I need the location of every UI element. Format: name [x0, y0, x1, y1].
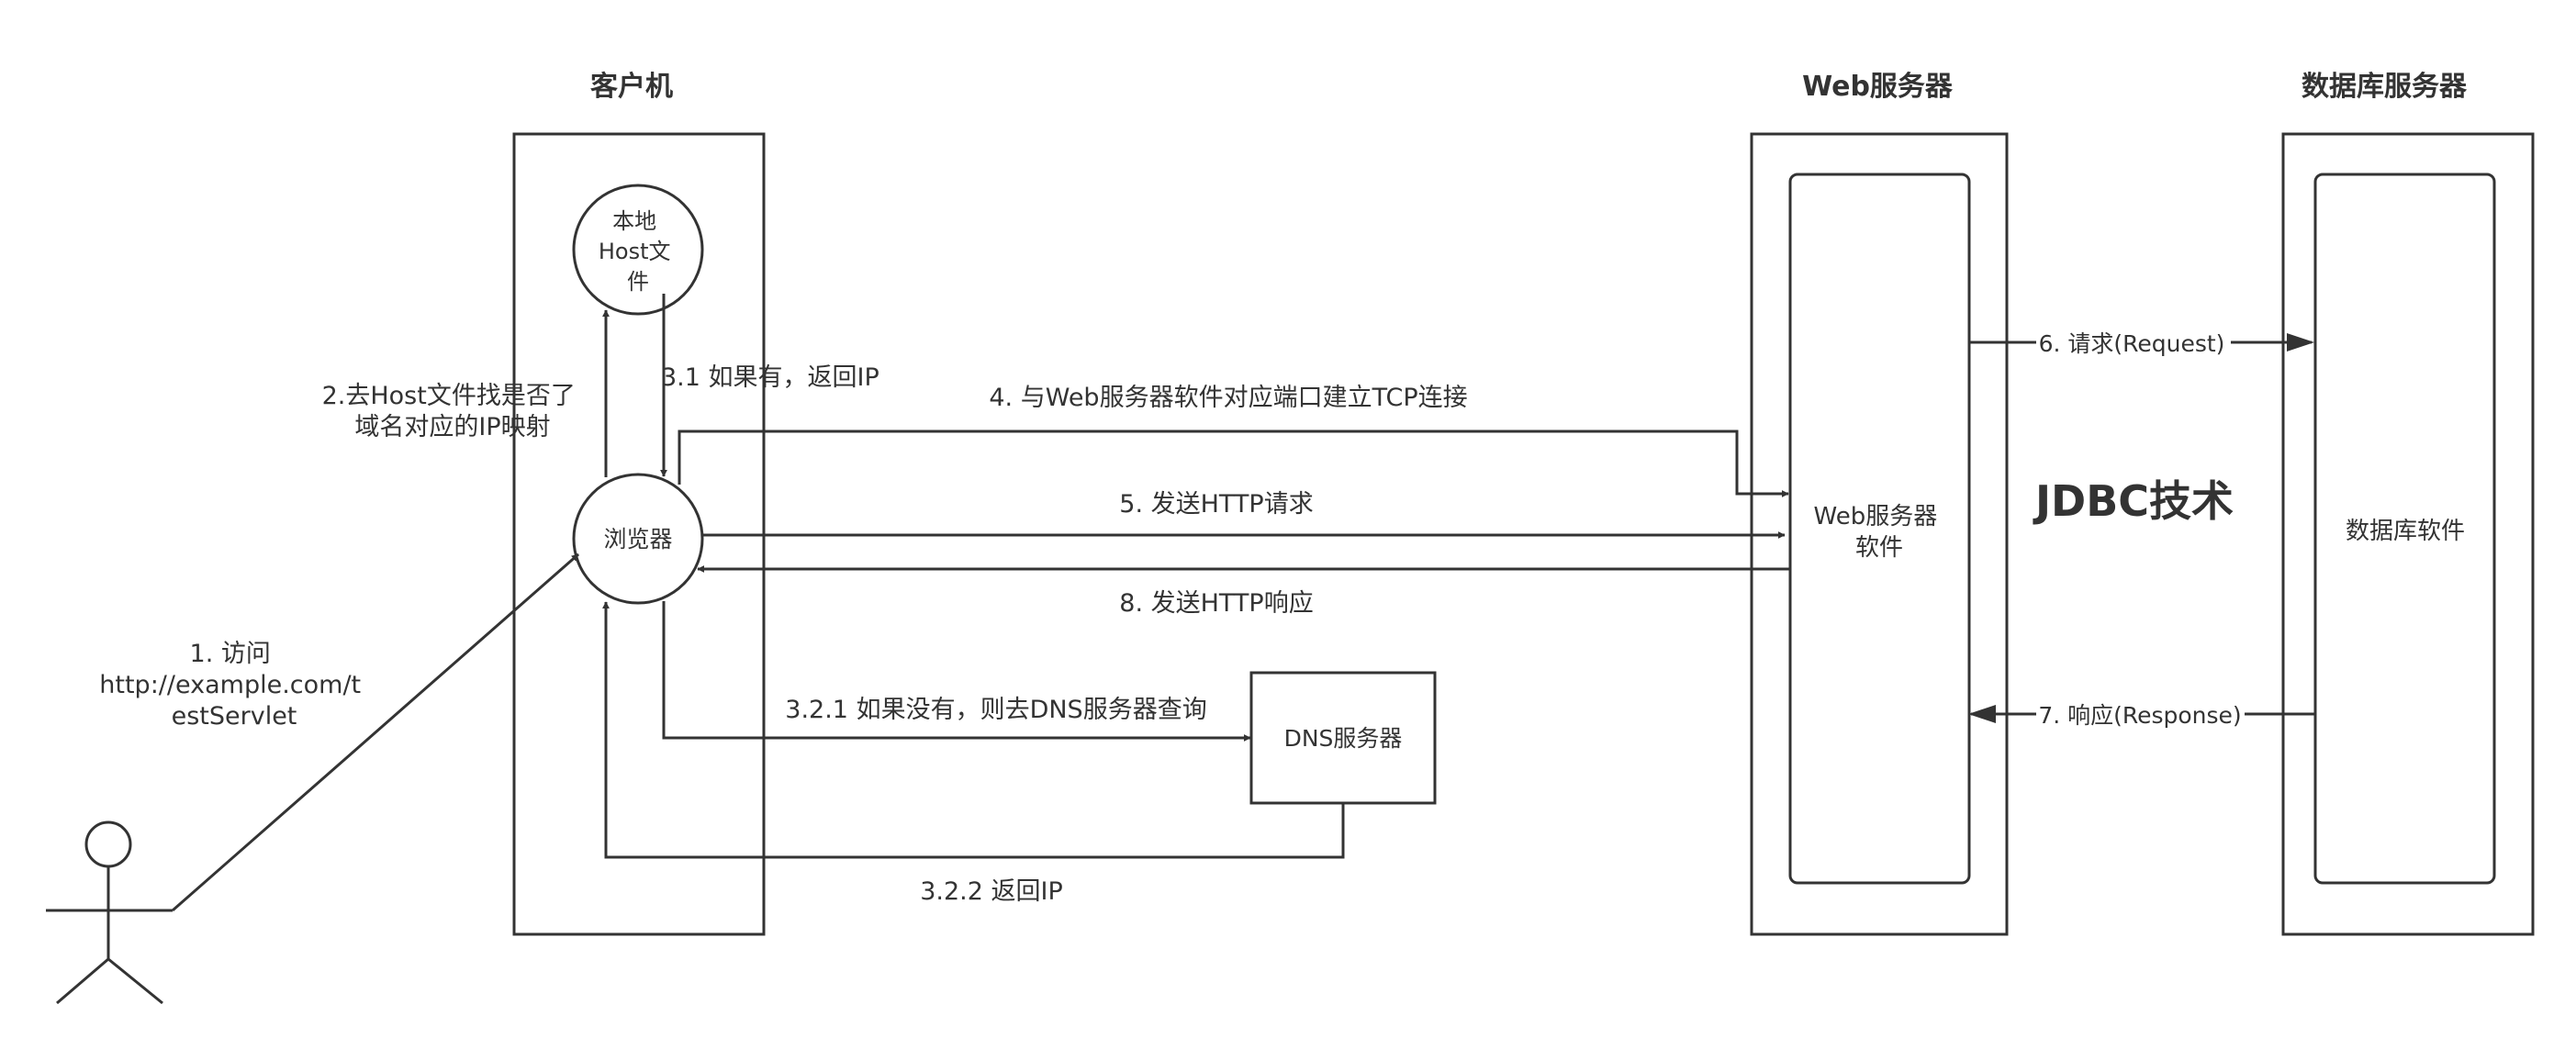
header-db-server: 数据库服务器	[2302, 71, 2468, 103]
header-web-server: Web服务器	[1802, 71, 1954, 103]
label-step5: 5. 发送HTTP请求	[1119, 490, 1313, 519]
arrow-step4	[678, 430, 1789, 497]
label-step1: 1. 访问 http://example.com/t estServlet	[99, 640, 368, 731]
host-file-label: 本地 Host文 件	[599, 208, 678, 295]
user-figure	[46, 820, 173, 1005]
host-file-node	[572, 184, 704, 316]
arrow-step3-2-2	[602, 601, 1345, 859]
label-step6: 6. 请求(Request)	[2039, 330, 2225, 357]
label-step4: 4. 与Web服务器软件对应端口建立TCP连接	[989, 384, 1467, 412]
label-step3-2-2: 3.2.2 返回IP	[920, 877, 1063, 906]
jdbc-label: JDBC技术	[2033, 476, 2234, 526]
label-step7: 7. 响应(Response)	[2038, 702, 2241, 729]
dns-server-label: DNS服务器	[1284, 725, 1403, 752]
dns-server-node	[1249, 671, 1437, 805]
db-server-box	[2281, 132, 2535, 936]
db-software-label: 数据库软件	[2346, 518, 2465, 545]
header-client: 客户机	[590, 71, 673, 103]
browser-label: 浏览器	[603, 526, 672, 552]
arrow-step1	[172, 552, 579, 912]
arrow-step3-2-1	[662, 601, 1251, 742]
db-software-box	[2313, 173, 2496, 885]
browser-node	[572, 473, 704, 605]
label-step8: 8. 发送HTTP响应	[1119, 589, 1313, 618]
label-step3-2-1: 3.2.1 如果没有，则去DNS服务器查询	[785, 696, 1206, 724]
label-step2: 2.去Host文件找是否了 域名对应的IP映射	[322, 382, 584, 441]
label-step3-1: 3.1 如果有，返回IP	[661, 363, 879, 392]
web-software-label: Web服务器 软件	[1814, 503, 1945, 562]
web-software-box	[1788, 173, 1971, 885]
